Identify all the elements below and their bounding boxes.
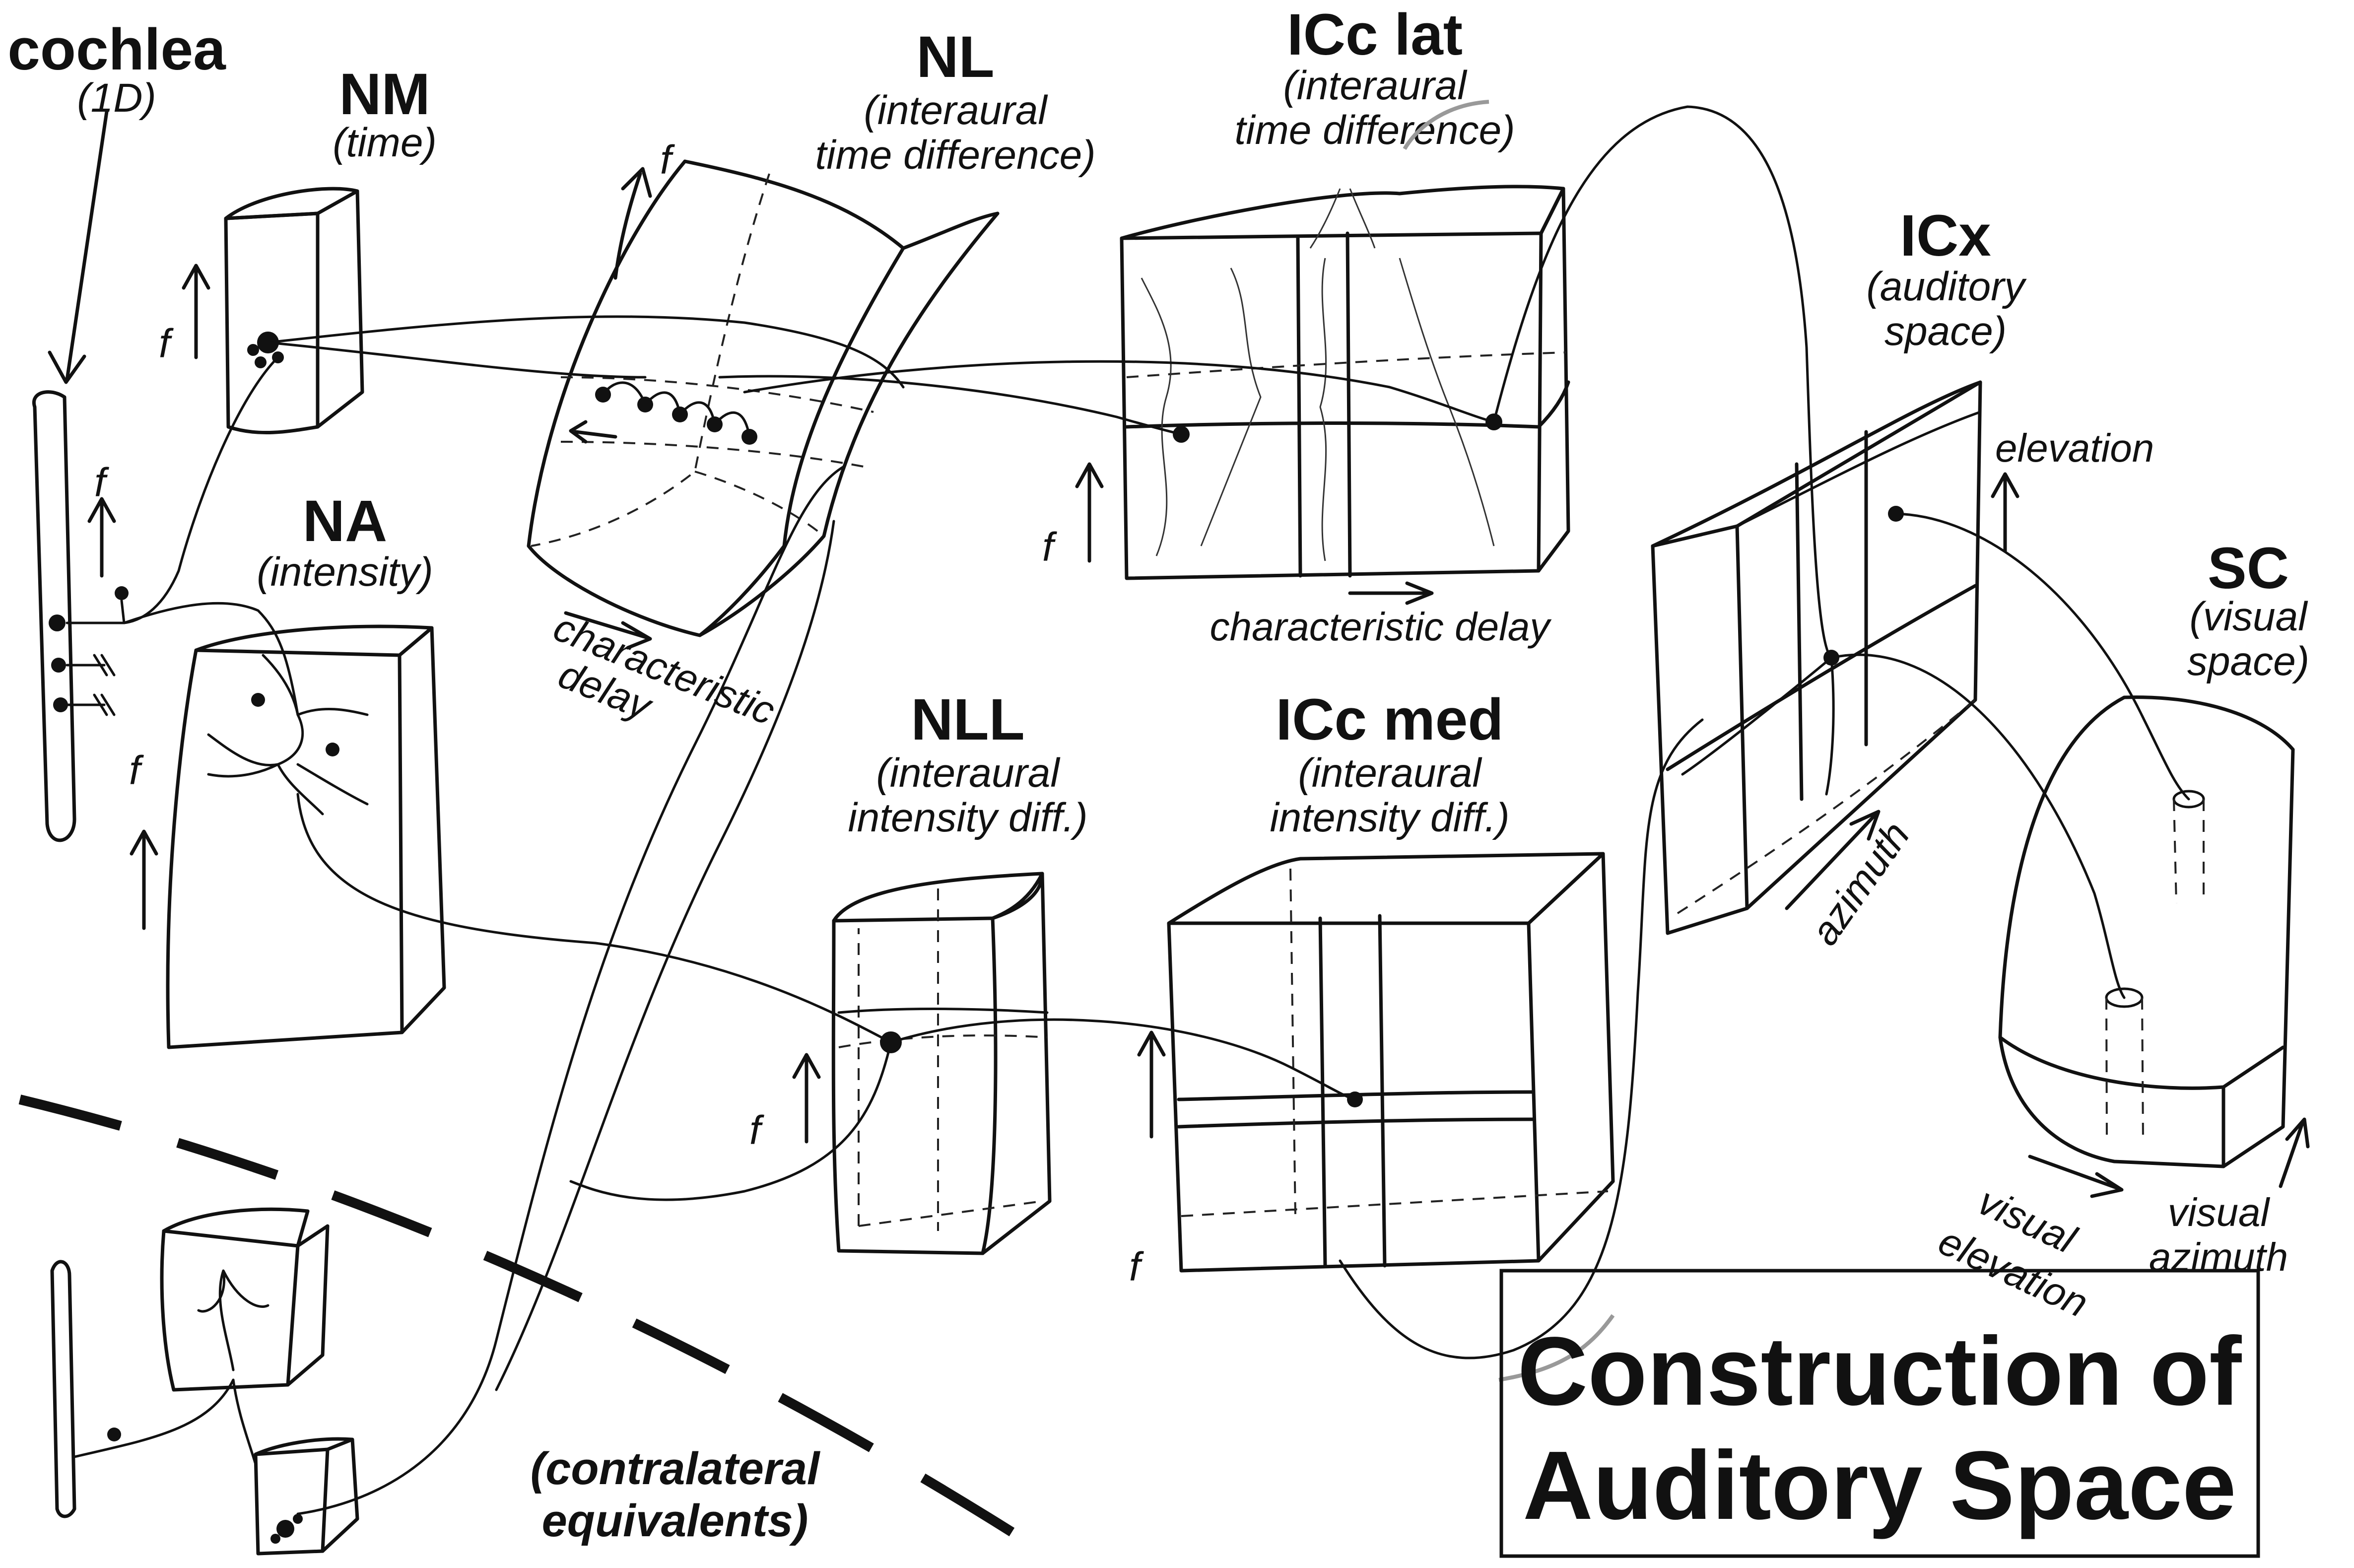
icc-med-subtitle-line-2: intensity diff.) (1270, 795, 1509, 840)
icx-azimuth-label: azimuth (1802, 814, 1918, 953)
icx-subtitle-line-2: space) (1884, 309, 2007, 354)
sc-visual-elevation-arrow (2028, 1155, 2124, 1198)
icc-lat-frequency-glyph: f (1042, 525, 1057, 570)
cochlea-cells (49, 586, 129, 716)
icx-title: ICx (1900, 203, 1991, 269)
icx-box (1651, 380, 1982, 935)
nl-title: NL (916, 24, 994, 90)
nl-subtitle-line-1: (interaural (864, 88, 1048, 133)
icx-elevation-label: elevation (1995, 426, 2154, 470)
title-box (1499, 1269, 2260, 1558)
nm-frequency-glyph: f (159, 321, 174, 366)
nl-coincidence-cells (569, 381, 757, 445)
icx-azimuth-arrow (1785, 810, 1881, 910)
cochlea-shape (32, 390, 76, 842)
icc-med-box (1167, 852, 1615, 1273)
icc-lat-frequency-arrow (1075, 462, 1104, 563)
nll-frequency-arrow (792, 1053, 821, 1144)
sc-subtitle-line-1: (visual (2190, 594, 2309, 639)
nll-subtitle-line-1: (interaural (876, 750, 1061, 796)
sc-visual-azimuth-arrow (2279, 1117, 2310, 1188)
nm-cell (247, 332, 284, 368)
na-subtitle: (intensity) (257, 549, 433, 595)
na-box (166, 624, 446, 1049)
nl-box (527, 159, 1000, 637)
main-title-line-2: Auditory Space (1523, 1431, 2236, 1540)
na-frequency-arrow (130, 829, 158, 930)
nm-subtitle: (time) (333, 120, 437, 165)
sc-box (1998, 695, 2295, 1168)
sc-subtitle-line-2: space) (2187, 639, 2309, 684)
contralateral-line-1: (contralateral (531, 1443, 821, 1494)
na-title: NA (303, 488, 387, 554)
main-title-line-1: Construction of (1518, 1317, 2242, 1426)
cochlea-arrow (65, 110, 109, 382)
nm-title: NM (339, 62, 430, 127)
icc-lat-title: ICc lat (1287, 2, 1463, 68)
nll-title: NLL (911, 687, 1024, 752)
contralateral-nm-box (232, 1378, 359, 1556)
nl-delay-arrow (564, 611, 652, 650)
nll-frequency-glyph: f (749, 1108, 764, 1153)
sc-visual-azimuth-line-2: azimuth (2149, 1235, 2288, 1279)
contralateral-na-box (160, 1207, 330, 1392)
icc-med-title: ICc med (1276, 687, 1503, 752)
nl-subtitle-line-2: time difference) (815, 133, 1095, 178)
nll-subtitle-line-2: intensity diff.) (848, 795, 1087, 840)
midline-divider (18, 1094, 1025, 1543)
contralateral-line-2: equivalents) (542, 1496, 808, 1546)
icc-med-frequency-glyph: f (1129, 1244, 1144, 1290)
icc-lat-delay-arrow (1348, 581, 1434, 605)
icc-lat-subtitle-line-2: time difference) (1234, 108, 1515, 153)
icc-med-frequency-arrow (1137, 1030, 1166, 1139)
icx-elevation-arrow (1991, 472, 2019, 553)
cochlea-subtitle: (1D) (77, 75, 156, 121)
icx-subtitle-line-1: (auditory (1866, 264, 2027, 309)
cochlea-arrow-head (48, 350, 86, 384)
cochlea-title: cochlea (7, 17, 226, 82)
icc-lat-subtitle-line-1: (interaural (1283, 63, 1468, 108)
neural-pathways (123, 100, 2190, 1515)
icc-lat-characteristic-delay: characteristic delay (1210, 605, 1552, 649)
sc-title: SC (2208, 536, 2289, 601)
nll-box (831, 872, 1052, 1255)
nm-frequency-arrow (182, 264, 210, 359)
icc-lat-box (1120, 185, 1570, 580)
na-input-fibers (123, 602, 299, 716)
cochlea-frequency-arrow (87, 497, 116, 578)
na-frequency-glyph: f (129, 748, 144, 793)
sc-visual-azimuth-line-1: visual (2168, 1190, 2271, 1234)
nm-box (224, 187, 364, 435)
icc-med-subtitle-line-1: (interaural (1298, 750, 1482, 796)
na-cell (207, 654, 369, 816)
nl-frequency-arrow (613, 167, 652, 280)
contralateral-cochlea (50, 1260, 235, 1518)
